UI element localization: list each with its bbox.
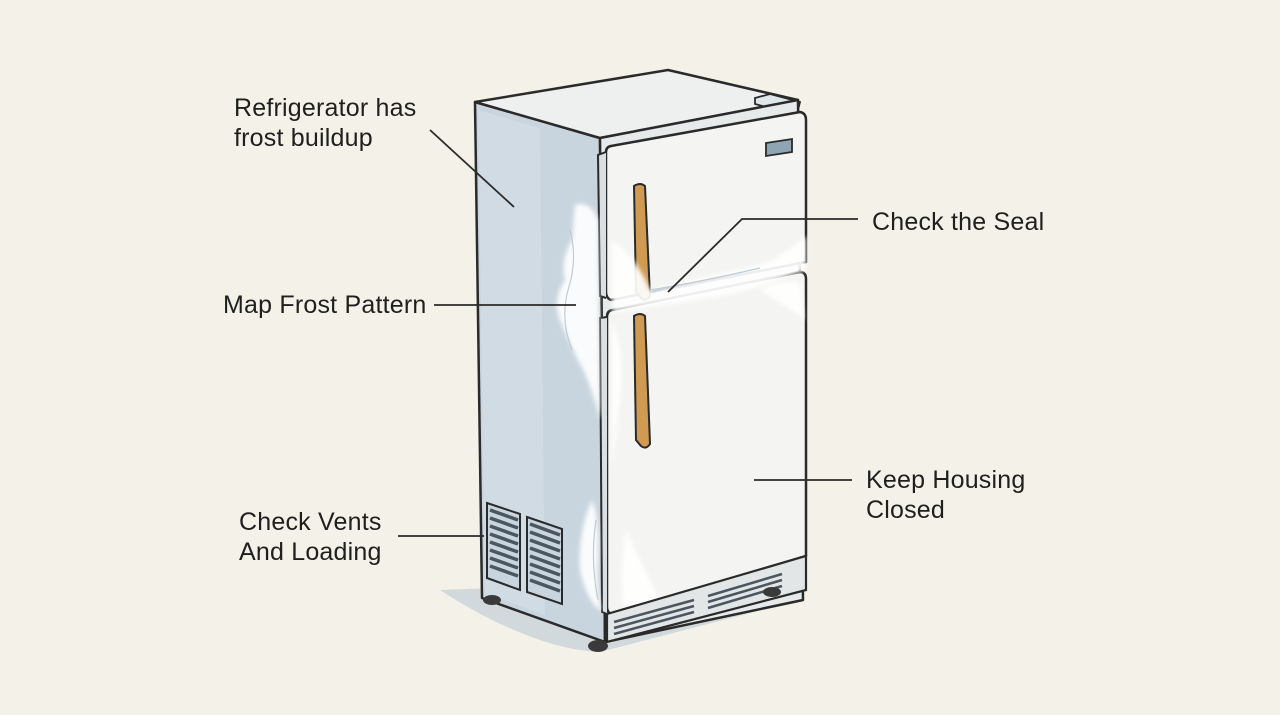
label-check-vents: Check Vents And Loading [239, 508, 382, 566]
label-frost-buildup: Refrigerator has frost buildup [234, 94, 417, 152]
label-map-frost: Map Frost Pattern [223, 291, 427, 319]
freezer-door [604, 110, 808, 302]
foot-front [588, 640, 608, 652]
leader-lines [398, 129, 858, 537]
leader-frost-buildup [429, 129, 515, 208]
frost-patches [556, 204, 806, 612]
foot-right [763, 587, 781, 597]
vent-slats [489, 508, 561, 593]
label-keep-closed: Keep Housing Closed [866, 466, 1026, 524]
label-check-seal: Check the Seal [872, 208, 1045, 236]
side-shading [478, 110, 545, 615]
display-panel [765, 137, 793, 158]
leader-check-seal [667, 218, 858, 293]
foot-left [483, 595, 501, 605]
bottom-grille-frame [605, 554, 808, 644]
fridge-handle [632, 313, 652, 449]
